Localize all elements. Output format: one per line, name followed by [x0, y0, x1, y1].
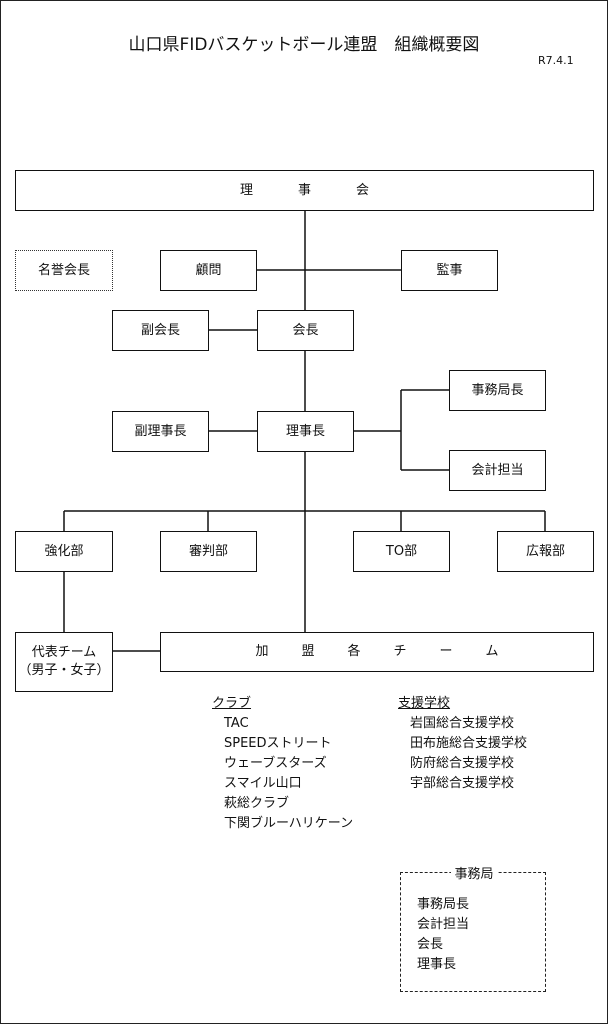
director-label: 理事長 [285, 423, 325, 439]
list-item: 岩国総合支援学校 [410, 716, 515, 731]
list-item: 事務局長 [417, 897, 470, 912]
member-teams-label: 加 盟 各 チ ー ム [255, 644, 509, 660]
clubs-heading: クラブ [212, 696, 252, 711]
to-dept-box: TO部 [353, 531, 450, 572]
chair-box: 会長 [257, 310, 354, 351]
vice-director-label: 副理事長 [134, 423, 187, 439]
auditor-label: 監事 [436, 262, 463, 278]
list-item: SPEEDストリート [224, 736, 332, 751]
strengthening-dept-box: 強化部 [15, 531, 113, 572]
schools-list: 支援学校 岩国総合支援学校 田布施総合支援学校 防府総合支援学校 宇部総合支援学… [398, 694, 527, 794]
secretariat-heading: 事務局 [451, 867, 497, 882]
to-dept-label: TO部 [385, 543, 418, 559]
chair-label: 会長 [292, 322, 319, 338]
list-item: 理事長 [417, 957, 457, 972]
list-item: 田布施総合支援学校 [410, 736, 528, 751]
advisor-label: 顧問 [195, 262, 222, 278]
member-teams-box: 加 盟 各 チ ー ム [160, 632, 594, 672]
office-director-label: 事務局長 [471, 382, 524, 398]
pr-dept-label: 広報部 [525, 543, 565, 559]
list-item: 萩総クラブ [224, 796, 290, 811]
list-item: 防府総合支援学校 [410, 756, 515, 771]
director-box: 理事長 [257, 411, 354, 452]
strengthening-dept-label: 強化部 [44, 543, 84, 559]
advisor-box: 顧問 [160, 250, 257, 291]
secretariat-box: 事務局 事務局長 会計担当 会長 理事長 [400, 867, 546, 992]
referee-dept-box: 審判部 [160, 531, 257, 572]
list-item: スマイル山口 [224, 776, 302, 791]
vice-chair-box: 副会長 [112, 310, 209, 351]
list-item: 下関ブルーハリケーン [224, 816, 354, 831]
representative-team-sub: （男子・女子） [18, 663, 110, 678]
vice-chair-label: 副会長 [140, 322, 180, 338]
secretariat-list: 事務局長 会計担当 会長 理事長 [417, 895, 469, 975]
list-item: ウェーブスターズ [224, 756, 327, 771]
list-item: 会計担当 [417, 917, 470, 932]
schools-heading: 支援学校 [398, 696, 451, 711]
revision-date: R7.4.1 [538, 54, 574, 67]
diagram-title: 山口県FIDバスケットボール連盟 組織概要図 [128, 35, 480, 55]
vice-director-box: 副理事長 [112, 411, 209, 452]
clubs-list: クラブ TAC SPEEDストリート ウェーブスターズ スマイル山口 萩総クラブ… [212, 694, 353, 834]
board-box: 理 事 会 [15, 170, 594, 211]
secretariat-heading-wrap: 事務局 [401, 863, 547, 882]
office-director-box: 事務局長 [449, 370, 546, 411]
pr-dept-box: 広報部 [497, 531, 594, 572]
honorary-chair-box: 名誉会長 [15, 250, 113, 291]
accountant-box: 会計担当 [449, 450, 546, 491]
honorary-chair-label: 名誉会長 [37, 262, 90, 278]
representative-team-box: 代表チーム （男子・女子） [15, 632, 113, 692]
auditor-box: 監事 [401, 250, 498, 291]
referee-dept-label: 審判部 [188, 543, 228, 559]
accountant-label: 会計担当 [471, 462, 524, 478]
representative-team-label: 代表チーム [31, 645, 97, 661]
list-item: 会長 [417, 937, 444, 952]
list-item: 宇部総合支援学校 [410, 776, 515, 791]
list-item: TAC [224, 716, 249, 731]
board-label: 理 事 会 [239, 182, 385, 198]
